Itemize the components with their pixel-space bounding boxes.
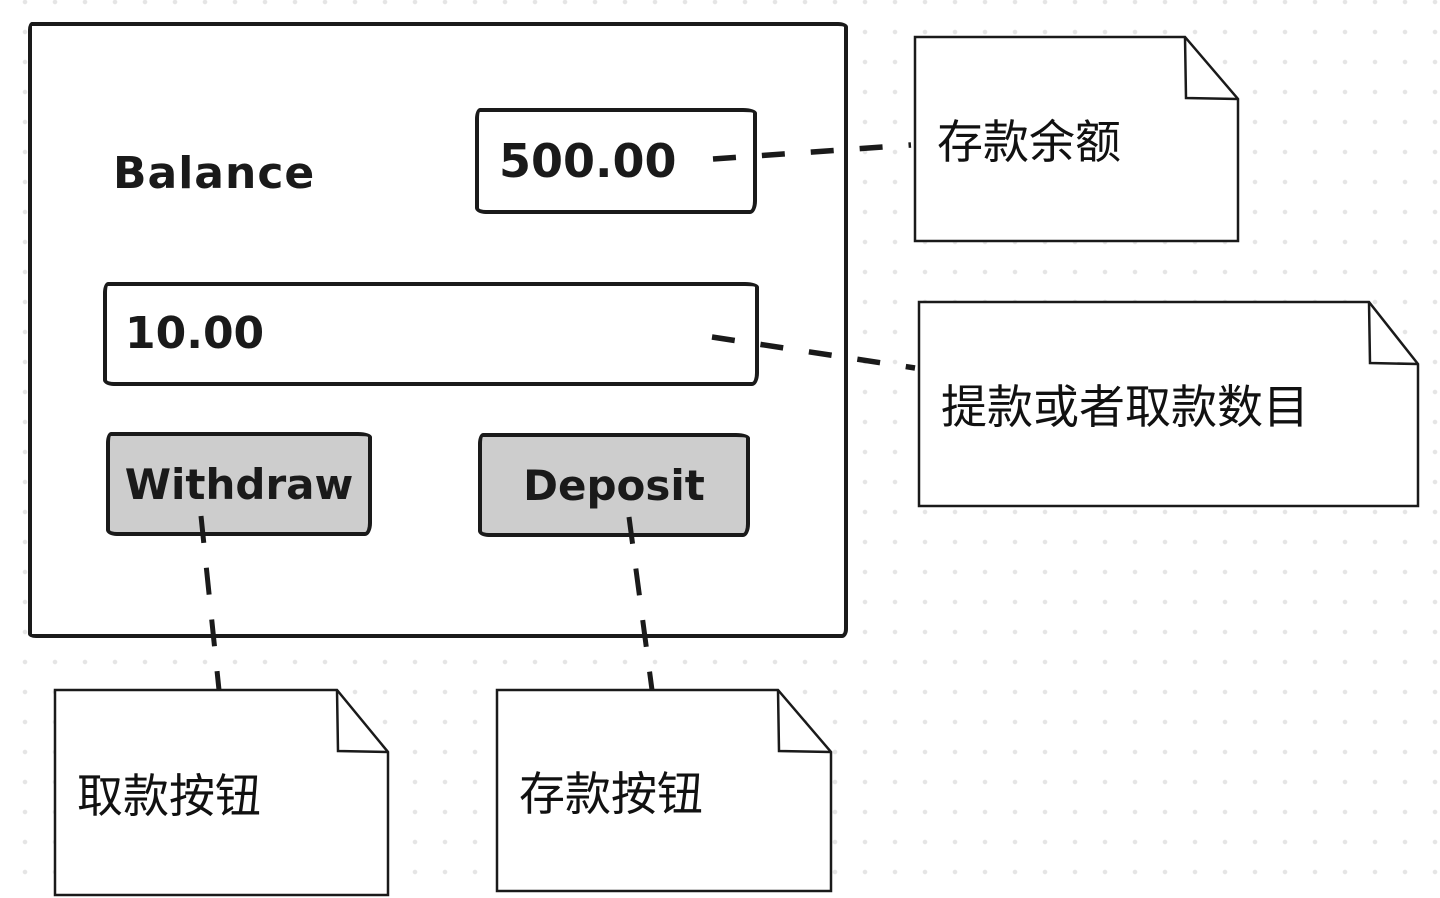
- balance-label: Balance: [113, 148, 316, 199]
- note-withdraw-text: 取款按钮: [77, 770, 261, 822]
- balance-value: 500.00: [499, 134, 677, 188]
- note-outline-icon: [917, 300, 1420, 508]
- withdraw-button-label: Withdraw: [124, 459, 354, 509]
- note-withdraw: 取款按钮: [53, 688, 390, 897]
- amount-input[interactable]: 10.00: [103, 282, 759, 386]
- amount-value: 10.00: [125, 308, 265, 359]
- note-amount-text: 提款或者取款数目: [941, 382, 1309, 433]
- withdraw-button[interactable]: Withdraw: [106, 432, 372, 536]
- note-balance-text: 存款余额: [937, 117, 1121, 168]
- note-deposit-text: 存款按钮: [519, 768, 703, 820]
- balance-display-box: 500.00: [475, 108, 757, 214]
- deposit-button-label: Deposit: [523, 460, 705, 510]
- note-outline-icon: [913, 35, 1240, 243]
- note-outline-icon: [495, 688, 833, 893]
- note-balance: 存款余额: [913, 35, 1240, 243]
- note-deposit: 存款按钮: [495, 688, 833, 893]
- deposit-button[interactable]: Deposit: [478, 433, 750, 537]
- note-amount: 提款或者取款数目: [917, 300, 1420, 508]
- note-outline-icon: [53, 688, 390, 897]
